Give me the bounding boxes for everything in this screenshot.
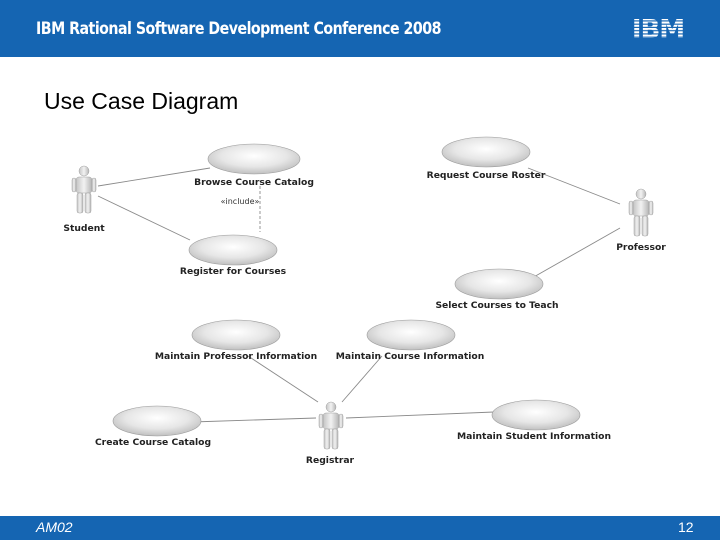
use-case-create-course-catalog bbox=[112, 405, 202, 437]
use-case-label-register-for-courses: Register for Courses bbox=[180, 266, 287, 277]
use-case-label-request-course-roster: Request Course Roster bbox=[427, 170, 546, 181]
use-case-label-maintain-course-information: Maintain Course Information bbox=[336, 351, 485, 362]
use-case-maintain-student-information bbox=[491, 399, 581, 431]
association-line bbox=[531, 227, 621, 279]
use-case-label-maintain-professor-information: Maintain Professor Information bbox=[155, 351, 317, 362]
actor-registrar-icon bbox=[318, 401, 344, 450]
session-code: AM02 bbox=[36, 519, 73, 535]
use-case-select-courses-to-teach bbox=[454, 268, 544, 300]
footer-bar: AM02 12 bbox=[0, 516, 720, 540]
association-line bbox=[345, 411, 495, 419]
actor-student-icon bbox=[71, 165, 97, 214]
association-line bbox=[247, 355, 319, 403]
association-line bbox=[527, 167, 621, 205]
actor-label-registrar: Registrar bbox=[306, 455, 355, 466]
use-case-label-select-courses-to-teach: Select Courses to Teach bbox=[435, 300, 558, 311]
use-case-register-for-courses bbox=[188, 234, 278, 266]
slide-title: Use Case Diagram bbox=[44, 88, 239, 114]
use-case-label-create-course-catalog: Create Course Catalog bbox=[95, 437, 211, 448]
actor-professor-icon bbox=[628, 188, 654, 237]
actor-label-student: Student bbox=[63, 223, 105, 234]
ibm-logo-text: IBM bbox=[632, 15, 684, 41]
use-case-label-maintain-student-information: Maintain Student Information bbox=[457, 431, 611, 442]
use-case-diagram: Student Professor Registrar Browse Cours… bbox=[63, 136, 666, 466]
page-number: 12 bbox=[678, 519, 694, 535]
use-case-maintain-course-information bbox=[366, 319, 456, 351]
include-stereotype-label: «include» bbox=[221, 197, 260, 206]
use-case-maintain-professor-information bbox=[191, 319, 281, 351]
association-line bbox=[97, 195, 191, 241]
header-bar: IBM Rational Software Development Confer… bbox=[0, 0, 720, 57]
actor-label-professor: Professor bbox=[616, 242, 666, 253]
association-line bbox=[341, 355, 383, 403]
use-case-request-course-roster bbox=[441, 136, 531, 168]
association-line bbox=[97, 167, 211, 187]
conference-title: IBM Rational Software Development Confer… bbox=[36, 19, 441, 38]
association-line bbox=[191, 417, 317, 423]
ibm-logo: IBM bbox=[632, 15, 685, 41]
use-case-label-browse-course-catalog: Browse Course Catalog bbox=[194, 177, 314, 188]
use-case-browse-course-catalog bbox=[207, 143, 301, 175]
